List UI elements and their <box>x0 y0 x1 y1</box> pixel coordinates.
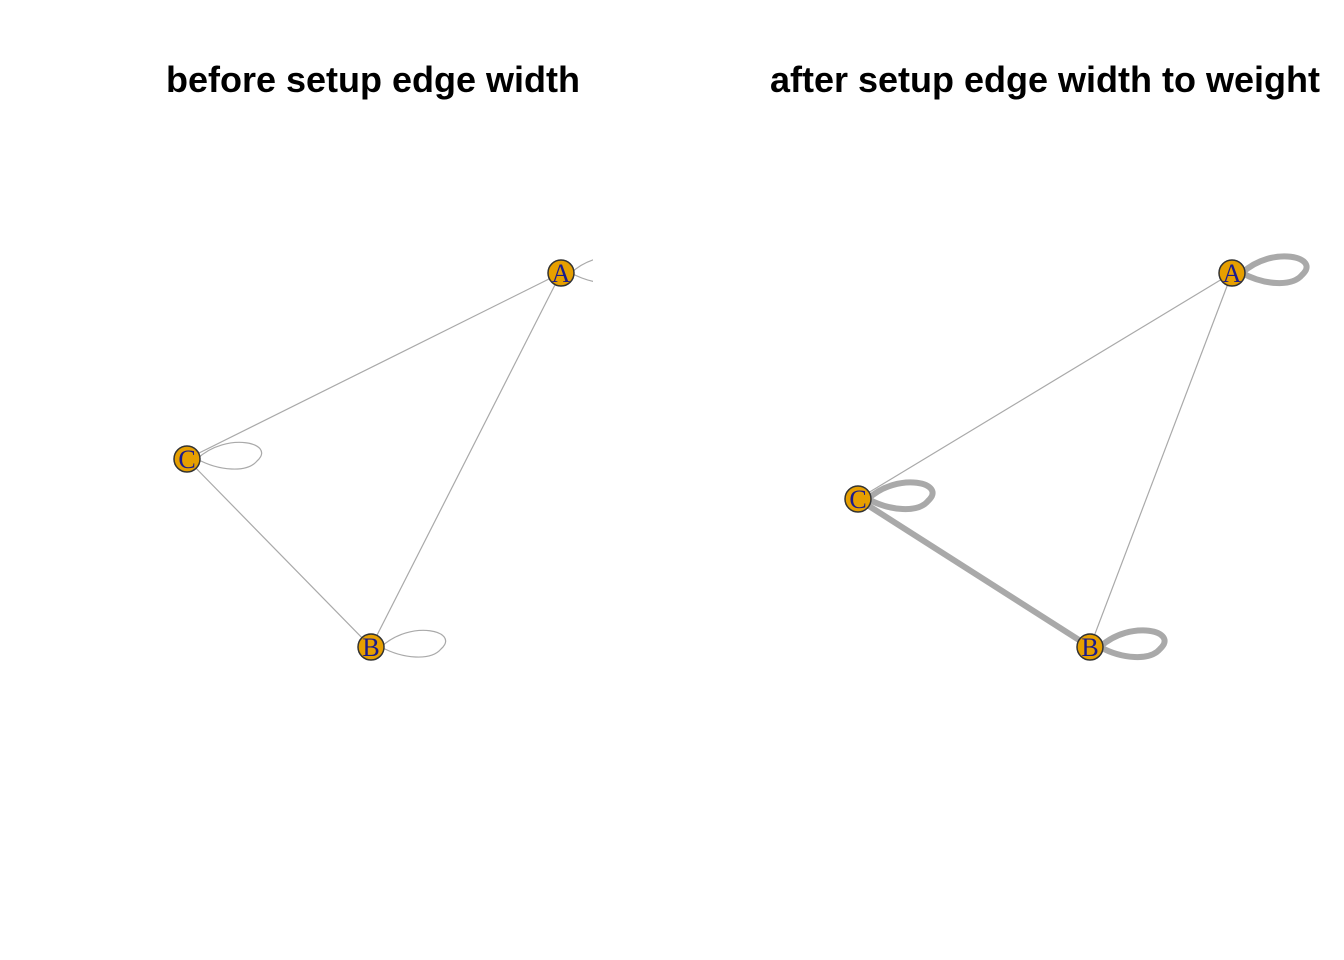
edge-A-B <box>1089 272 1233 648</box>
node-A <box>547 259 575 287</box>
node-label-A: A <box>552 259 571 288</box>
node-label-A: A <box>1223 259 1242 288</box>
edge-C-B <box>186 458 372 648</box>
node-label-C: C <box>849 485 866 514</box>
edge-A-C <box>857 272 1233 500</box>
node-C <box>173 445 201 473</box>
edge-A-B <box>370 272 562 648</box>
edge-layer <box>186 259 593 658</box>
edge-A-C <box>186 272 562 460</box>
node-B <box>357 633 385 661</box>
panel-title: before setup edge width <box>166 59 580 100</box>
node-layer: A B C <box>844 259 1246 662</box>
self-loop-C <box>865 479 936 513</box>
self-loop-A <box>570 259 593 282</box>
self-loop-A <box>1239 253 1310 287</box>
node-label-C: C <box>178 445 195 474</box>
node-label-B: B <box>362 633 379 662</box>
edge-layer <box>856 253 1310 661</box>
node-layer: A B C <box>173 259 575 662</box>
panel-title: after setup edge width to weight <box>770 59 1320 100</box>
self-loop-B <box>1097 627 1168 661</box>
panel-before: before setup edge width A B C <box>166 59 593 662</box>
self-loop-B <box>380 629 447 658</box>
panel-after: after setup edge width to weight A B C <box>770 59 1320 662</box>
node-A <box>1218 259 1246 287</box>
node-label-B: B <box>1081 633 1098 662</box>
node-B <box>1076 633 1104 661</box>
edge-C-B <box>856 496 1092 650</box>
self-loop-C <box>196 441 263 470</box>
node-C <box>844 485 872 513</box>
